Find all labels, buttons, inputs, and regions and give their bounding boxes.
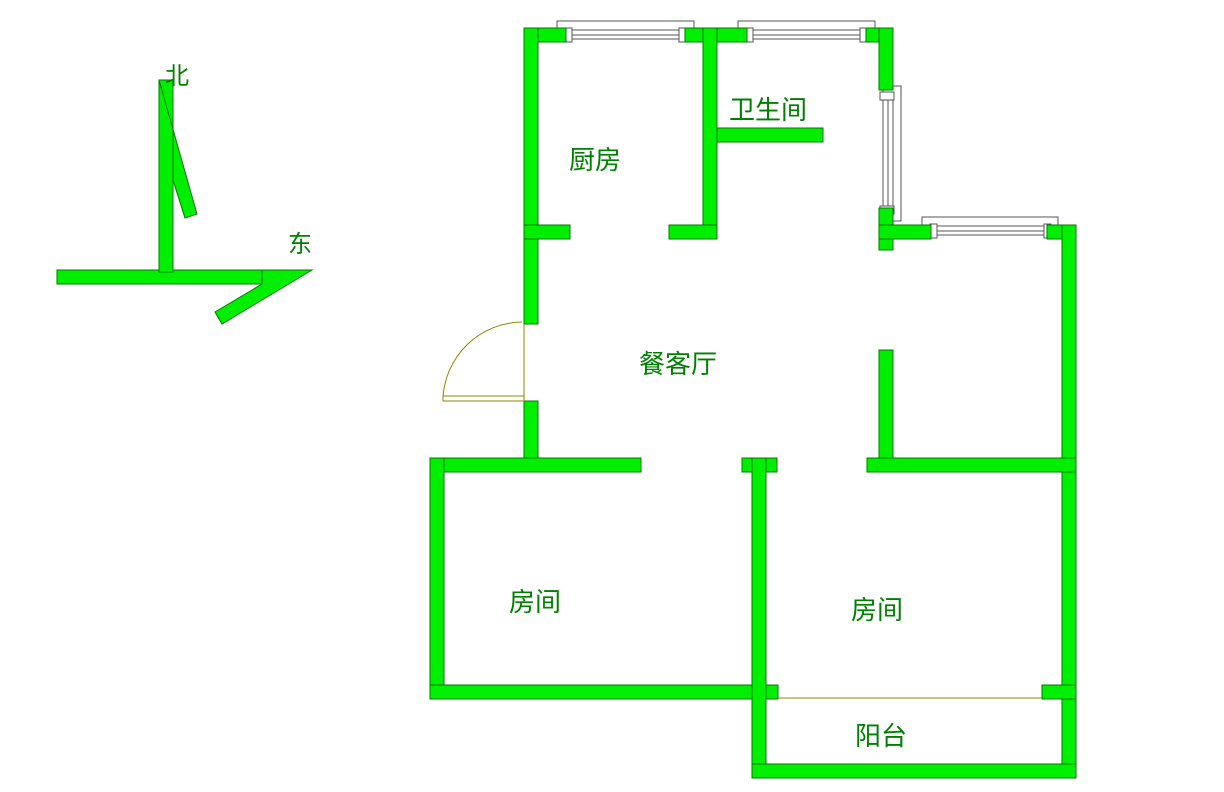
compass-east-label: 东 <box>288 230 312 258</box>
walls <box>429 27 1077 779</box>
wall-balcony-stub-right <box>1041 684 1077 700</box>
wall-living-top-left <box>878 224 932 240</box>
room-labels: 厨房 卫生间 餐客厅 房间 房间 阳台 <box>509 96 907 752</box>
window-east-side <box>879 85 902 222</box>
wall-bedroom-left-west <box>429 457 445 700</box>
room-label-living-dining: 餐客厅 <box>639 350 717 380</box>
wall-living-east-partition <box>878 349 894 473</box>
wall-bedroom-middle <box>751 457 767 779</box>
wall-bedroom-right-top <box>866 457 1077 473</box>
compass: 北 东 <box>56 62 314 325</box>
window-living <box>921 216 1059 239</box>
window-bathroom <box>737 20 876 43</box>
room-label-bedroom-left: 房间 <box>509 588 561 618</box>
compass-north-label: 北 <box>165 62 189 90</box>
room-label-kitchen: 厨房 <box>569 146 621 176</box>
door-leaf <box>442 395 525 402</box>
room-label-bedroom-right: 房间 <box>851 596 903 626</box>
wall-bedroom-left-bottom <box>429 684 779 700</box>
room-label-balcony: 阳台 <box>855 722 907 752</box>
wall-balcony-bottom <box>751 763 1077 779</box>
wall-bedroom-left-top <box>429 457 642 473</box>
wall-kitchen-stub-left <box>523 224 571 240</box>
entrance-door <box>442 321 525 402</box>
wall-kitchen-stub-right <box>668 224 718 240</box>
room-label-bathroom: 卫生间 <box>729 96 807 126</box>
wall-west-upper <box>523 27 539 325</box>
wall-kitchen-bath-partition <box>702 27 718 240</box>
window-kitchen <box>556 20 695 43</box>
compass-north-arrowhead <box>158 79 198 219</box>
wall-east-upper <box>878 27 894 91</box>
compass-east-arrowhead <box>214 269 314 325</box>
wall-bathroom-bottom <box>716 127 824 143</box>
windows <box>556 20 1059 239</box>
door-swing-arc <box>442 321 523 399</box>
